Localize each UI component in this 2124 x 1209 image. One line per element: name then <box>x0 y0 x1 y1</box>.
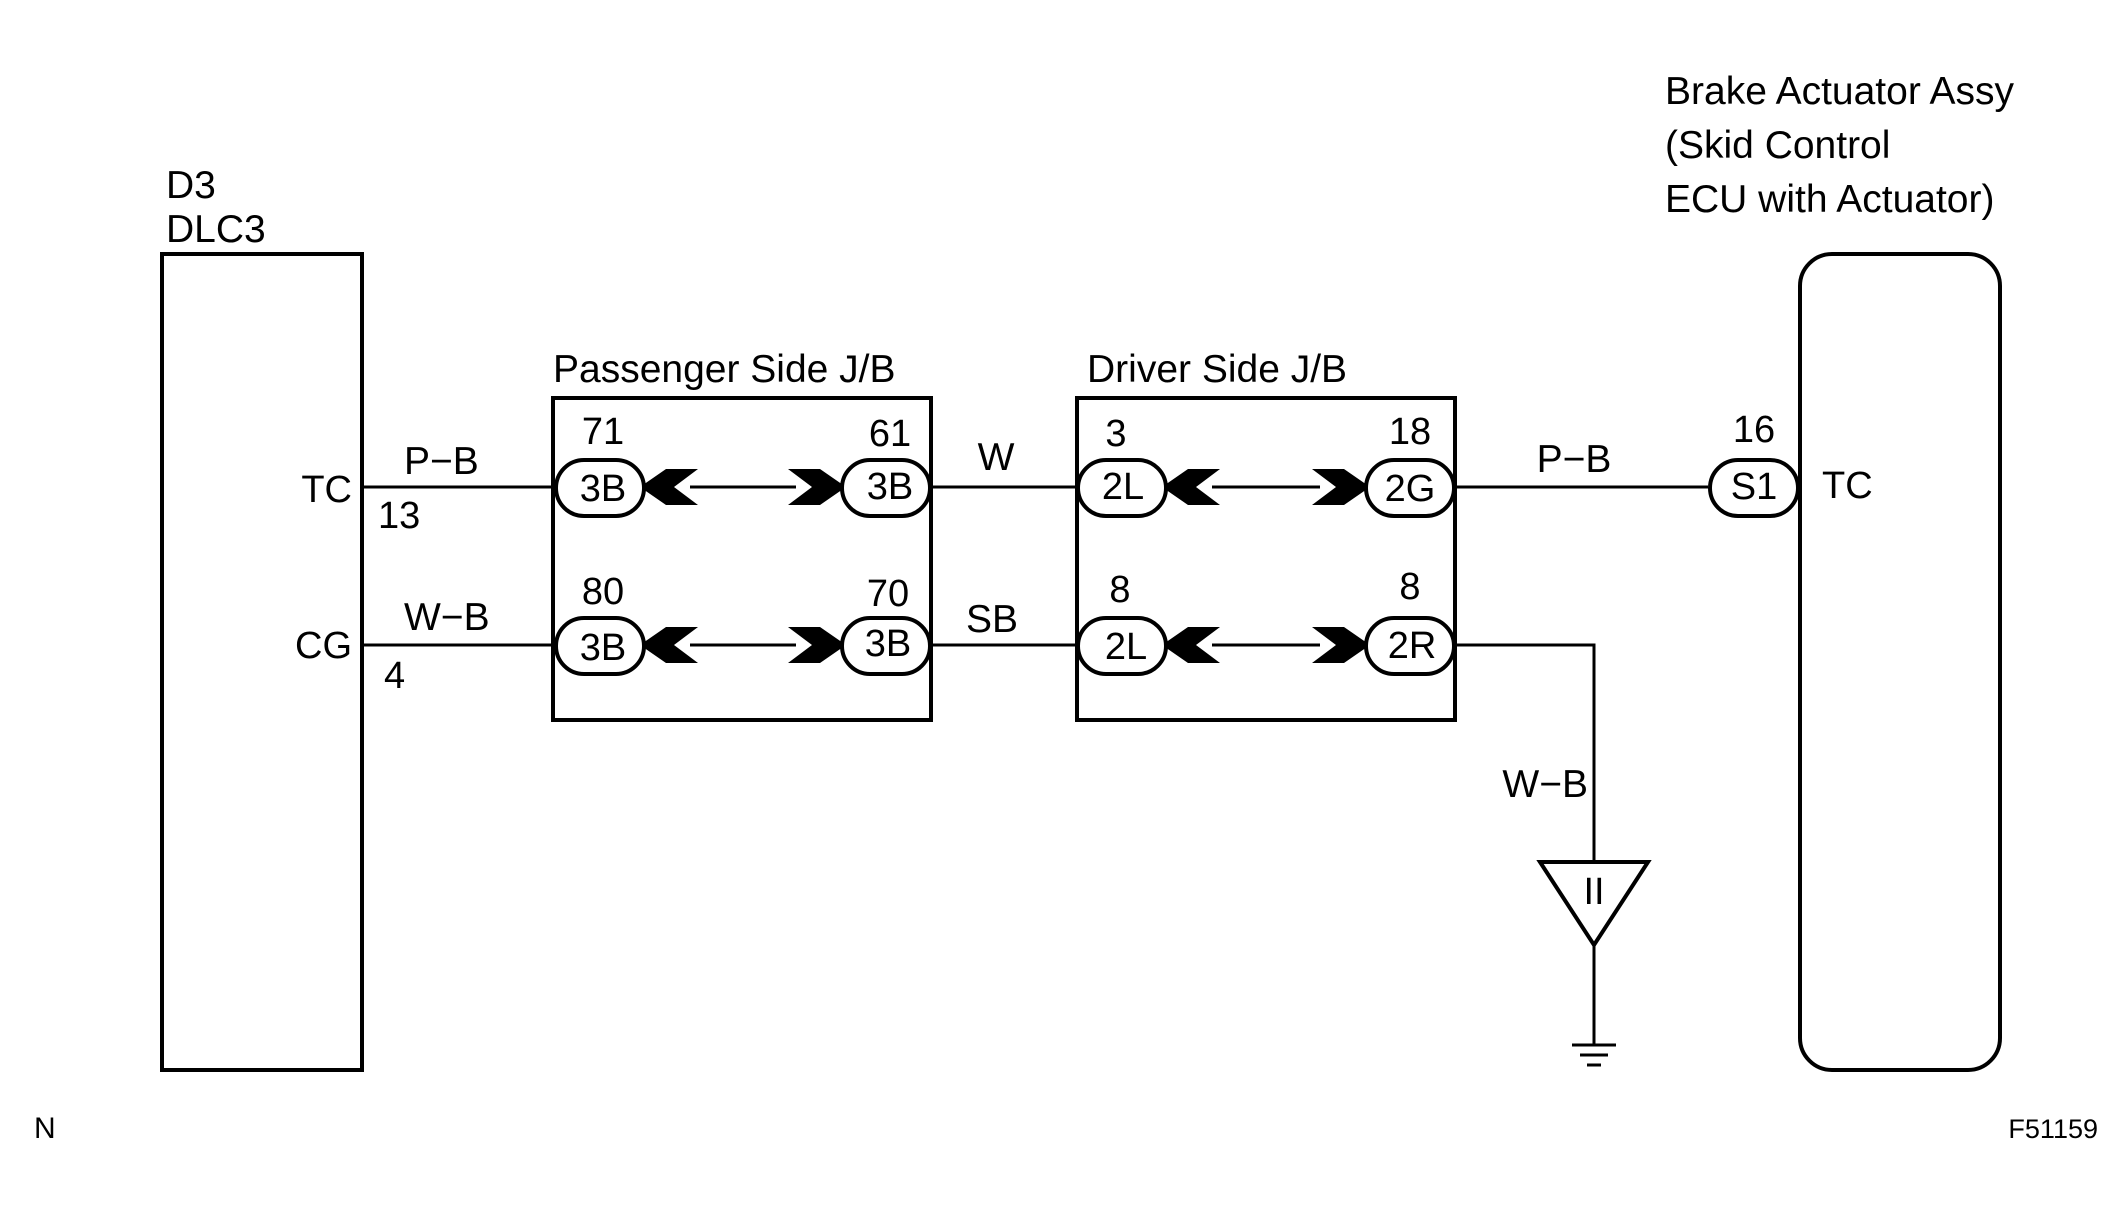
brake-actuator-title-line1: Brake Actuator Assy <box>1665 70 2015 113</box>
wire-dlc-cg-color: W−B <box>404 596 490 639</box>
wire-passenger-driver-bottom-color: SB <box>966 598 1018 641</box>
connector-3b-70-code: 3B <box>865 623 911 665</box>
connector-3b-71-pin: 71 <box>582 411 624 453</box>
dlc3-code-label: D3 <box>166 164 216 207</box>
driver-side-jb: Driver Side J/B 2L 3 2G 18 2L 8 2R 8 <box>1075 348 1457 722</box>
connector-s1-16-code: S1 <box>1731 466 1777 508</box>
footer-left-mark: N <box>34 1112 56 1145</box>
connector-3b-80-code: 3B <box>580 627 626 669</box>
driver-jb-terminal-bottom-left <box>1162 627 1220 663</box>
brake-actuator-pin-tc-label: TC <box>1822 465 1873 507</box>
external-wires: P−B W−B W SB P−B W−B <box>362 436 1708 1045</box>
brake-actuator-component: Brake Actuator Assy (Skid Control ECU wi… <box>1665 70 2015 1072</box>
connector-2l-3-pin: 3 <box>1105 413 1126 455</box>
ground-point: II <box>1536 860 1652 949</box>
passenger-jb-terminal-top-left <box>640 469 698 505</box>
passenger-jb-terminal-bottom-right <box>788 627 846 663</box>
passenger-jb-box <box>551 396 933 722</box>
wire-driver-ground-color: W−B <box>1502 763 1588 806</box>
passenger-side-jb: Passenger Side J/B 3B 71 3B 61 3B 80 3B … <box>551 348 933 722</box>
ground-symbol <box>1572 1043 1616 1067</box>
driver-jb-terminal-top-right <box>1312 469 1370 505</box>
brake-actuator-box <box>1798 252 2002 1072</box>
connector-2l-8-code: 2L <box>1105 626 1147 668</box>
wire-passenger-driver-top-color: W <box>978 436 1015 479</box>
connector-3b-71-code: 3B <box>580 468 626 510</box>
brake-actuator-title-line3: ECU with Actuator) <box>1665 178 1994 221</box>
wire-driver-ground <box>1454 643 1596 862</box>
connector-s1-16-pin: 16 <box>1733 409 1775 451</box>
connector-s1-16 <box>1708 458 1800 518</box>
passenger-jb-terminal-top-right <box>788 469 846 505</box>
dlc3-name-label: DLC3 <box>166 208 266 251</box>
dlc3-pin-cg-label: CG <box>295 625 352 667</box>
wire-driver-ecu-color: P−B <box>1537 438 1612 481</box>
driver-jb-terminal-top-left <box>1162 469 1220 505</box>
ground-point-label: II <box>1583 871 1604 913</box>
dlc3-pin-cg-number: 4 <box>384 655 405 697</box>
dlc3-pin-tc-number: 13 <box>378 495 420 537</box>
dlc3-component: D3 DLC3 TC 13 CG 4 <box>160 164 420 1072</box>
brake-actuator-title-line2: (Skid Control <box>1665 124 1890 167</box>
driver-jb-box <box>1075 396 1457 722</box>
wire-dlc-tc-color: P−B <box>404 440 479 483</box>
figure-code: F51159 <box>2008 1114 2098 1144</box>
connector-3b-80-pin: 80 <box>582 571 624 613</box>
connector-2l-8-pin: 8 <box>1109 569 1130 611</box>
connector-2g-18-pin: 18 <box>1389 411 1431 453</box>
passenger-jb-terminal-bottom-left <box>640 627 698 663</box>
dlc3-box <box>160 252 364 1072</box>
connector-2g-18-code: 2G <box>1385 468 1436 510</box>
connector-2r-8-pin: 8 <box>1399 566 1420 608</box>
connector-2r-8-code: 2R <box>1388 625 1437 667</box>
connector-2l-3-code: 2L <box>1102 466 1144 508</box>
driver-jb-terminal-bottom-right <box>1312 627 1370 663</box>
ecu-connector: S1 16 <box>1708 409 1800 518</box>
driver-jb-title: Driver Side J/B <box>1087 348 1347 391</box>
connector-3b-61-code: 3B <box>867 466 913 508</box>
connector-3b-70-pin: 70 <box>867 573 909 615</box>
passenger-jb-title: Passenger Side J/B <box>553 348 896 391</box>
dlc3-pin-tc-label: TC <box>301 469 352 511</box>
ground-point-triangle <box>1536 860 1652 949</box>
connector-3b-61-pin: 61 <box>869 413 911 455</box>
